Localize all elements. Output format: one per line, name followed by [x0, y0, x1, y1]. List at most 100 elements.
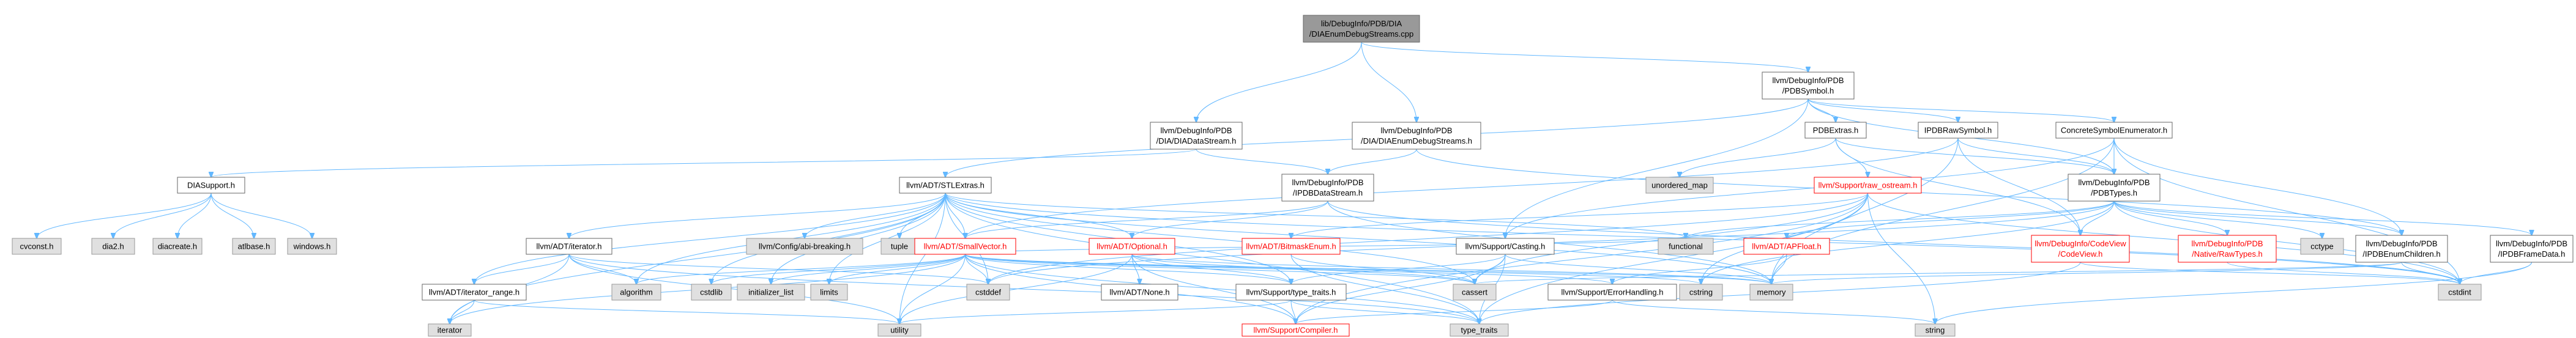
- node-diadatastream[interactable]: llvm/DebugInfo/PDB/DIA/DIADataStream.h: [1150, 122, 1243, 150]
- edge-ipdbenumchildren-to-memory: [1771, 262, 2402, 284]
- edge-raw_ostream-to-cstddef: [988, 193, 1868, 284]
- edge-pdbsymbol-to-pdbextras: [1807, 98, 1836, 122]
- edge-diaenumdebugstreams-to-ipdbdatastream: [1328, 149, 1417, 174]
- node-label-optional-0: llvm/ADT/Optional.h: [1096, 242, 1167, 251]
- edge-pdbrawsymbol-to-codeview: [1957, 138, 2080, 235]
- node-errorhandling[interactable]: llvm/Support/ErrorHandling.h: [1547, 284, 1677, 301]
- edge-errorhandling-to-string: [1612, 299, 1935, 324]
- node-label-cassert-0: cassert: [1462, 288, 1487, 297]
- edge-smallvector-to-memory: [965, 254, 1772, 284]
- node-raw_ostream[interactable]: llvm/Support/raw_ostream.h: [1814, 177, 1922, 194]
- node-label-ipdbenumchildren-0: llvm/DebugInfo/PDB: [2366, 239, 2437, 248]
- node-label-initializer_list-0: initializer_list: [748, 288, 794, 297]
- node-label-pdbrawsymbol-0: IPDBRawSymbol.h: [1924, 126, 1992, 135]
- node-optional[interactable]: llvm/ADT/Optional.h: [1089, 238, 1175, 255]
- node-label-pdbextras-0: PDBExtras.h: [1813, 126, 1858, 135]
- node-type_traits_llvm[interactable]: llvm/Support/type_traits.h: [1235, 284, 1347, 301]
- node-box-ipdbdatastream: [1281, 174, 1374, 202]
- node-none[interactable]: llvm/ADT/None.h: [1101, 284, 1178, 301]
- node-box-atlbase: [232, 238, 276, 255]
- node-box-compiler: [1241, 323, 1350, 337]
- node-cstring: cstring: [1679, 284, 1723, 301]
- node-compiler[interactable]: llvm/Support/Compiler.h: [1241, 323, 1350, 337]
- node-bitmaskenum[interactable]: llvm/ADT/BitmaskEnum.h: [1241, 238, 1341, 255]
- node-ipdbframedata[interactable]: llvm/DebugInfo/PDB/IPDBFrameData.h: [2490, 235, 2574, 263]
- edge-smallvector-to-algorithm: [636, 254, 966, 284]
- node-label-diasupport-0: DIASupport.h: [187, 181, 235, 190]
- node-iterator_h[interactable]: llvm/ADT/iterator.h: [526, 238, 612, 255]
- node-label-compiler-0: llvm/Support/Compiler.h: [1254, 326, 1338, 335]
- node-pdbextras[interactable]: PDBExtras.h: [1804, 122, 1867, 139]
- node-box-rawtypes: [2178, 235, 2277, 263]
- edge-diasupport-to-dia2: [113, 193, 212, 238]
- node-iterator_range[interactable]: llvm/ADT/iterator_range.h: [422, 284, 527, 301]
- node-label-utility-0: utility: [890, 326, 909, 335]
- node-rawtypes[interactable]: llvm/DebugInfo/PDB/Native/RawTypes.h: [2178, 235, 2277, 263]
- node-cstdlib: cstdlib: [691, 284, 732, 301]
- node-codeview[interactable]: llvm/DebugInfo/CodeView/CodeView.h: [2031, 235, 2130, 263]
- edge-pdbsymbol-to-concretesymbolenumerator: [1807, 98, 2114, 122]
- edge-bitmaskenum-to-cassert: [1290, 254, 1475, 284]
- node-string: string: [1915, 323, 1956, 337]
- node-box-cassert: [1453, 284, 1497, 301]
- edge-iterator_h-to-algorithm: [568, 254, 636, 284]
- node-label-pdbtypes-0: llvm/DebugInfo/PDB: [2078, 178, 2150, 187]
- node-ipdbdatastream[interactable]: llvm/DebugInfo/PDB/IPDBDataStream.h: [1281, 174, 1374, 202]
- edge-iterator_h-to-cstddef: [568, 254, 988, 284]
- node-label-apfloat-0: llvm/ADT/APFloat.h: [1752, 242, 1821, 251]
- edge-pdbtypes-to-cctype: [2113, 200, 2322, 238]
- node-diacreate: diacreate.h: [152, 238, 203, 255]
- edge-optional-to-utility: [899, 254, 1133, 324]
- node-label-cstring-0: cstring: [1689, 288, 1713, 297]
- node-algorithm: algorithm: [611, 284, 661, 301]
- node-label-config_abi-0: llvm/Config/abi-breaking.h: [759, 242, 851, 251]
- node-label-iterator-0: iterator: [437, 326, 463, 335]
- edge-diasupport-to-cvconst: [37, 193, 212, 238]
- node-ipdbenumchildren[interactable]: llvm/DebugInfo/PDB/IPDBEnumChildren.h: [2355, 235, 2448, 263]
- node-box-cstdint: [2438, 284, 2482, 301]
- node-box-iterator_range: [422, 284, 527, 301]
- edge-stlextras-to-smallvector: [945, 193, 966, 238]
- node-concretesymbolenumerator[interactable]: ConcreteSymbolEnumerator.h: [2055, 122, 2173, 139]
- edge-smallvector-to-cstddef: [965, 254, 989, 284]
- edge-pdbsymbol-to-casting: [1505, 98, 1809, 238]
- node-box-raw_ostream: [1814, 177, 1922, 194]
- node-box-ipdbenumchildren: [2355, 235, 2448, 263]
- node-diasupport[interactable]: DIASupport.h: [177, 177, 245, 194]
- node-limits: limits: [810, 284, 848, 301]
- edge-ipdbframedata-to-cstdint: [2460, 262, 2532, 284]
- edge-ipdbdatastream-to-cstdint: [1327, 200, 2460, 284]
- node-cassert: cassert: [1453, 284, 1497, 301]
- node-box-utility: [877, 323, 921, 337]
- edge-apfloat-to-errorhandling: [1612, 254, 1787, 284]
- node-casting[interactable]: llvm/Support/Casting.h: [1456, 238, 1555, 255]
- node-root[interactable]: lib/DebugInfo/PDB/DIA/DIAEnumDebugStream…: [1303, 15, 1420, 43]
- node-label-iterator_range-0: llvm/ADT/iterator_range.h: [429, 288, 519, 297]
- node-pdbrawsymbol[interactable]: IPDBRawSymbol.h: [1918, 122, 1998, 139]
- node-label-string-0: string: [1926, 326, 1945, 335]
- node-pdbsymbol[interactable]: llvm/DebugInfo/PDB/PDBSymbol.h: [1762, 72, 1855, 100]
- node-diaenumdebugstreams[interactable]: llvm/DebugInfo/PDB/DIA/DIAEnumDebugStrea…: [1352, 122, 1481, 150]
- edge-root-to-pdbsymbol: [1361, 42, 1808, 72]
- node-label-pdbsymbol-1: /PDBSymbol.h: [1782, 86, 1834, 95]
- node-apfloat[interactable]: llvm/ADT/APFloat.h: [1743, 238, 1830, 255]
- edge-ipdbenumchildren-to-cassert: [1475, 262, 2402, 284]
- edge-concretesymbolenumerator-to-memory: [1771, 138, 2115, 284]
- node-label-windows-0: windows.h: [293, 242, 331, 251]
- node-memory: memory: [1749, 284, 1793, 301]
- node-pdbtypes[interactable]: llvm/DebugInfo/PDB/PDBTypes.h: [2068, 174, 2161, 202]
- node-box-ipdbframedata: [2490, 235, 2574, 263]
- node-box-memory: [1749, 284, 1793, 301]
- node-label-pdbtypes-1: /PDBTypes.h: [2091, 188, 2137, 197]
- edge-pdbextras-to-unordered_map: [1680, 138, 1836, 177]
- node-label-diacreate-0: diacreate.h: [158, 242, 197, 251]
- node-stlextras[interactable]: llvm/ADT/STLExtras.h: [899, 177, 992, 194]
- node-smallvector[interactable]: llvm/ADT/SmallVector.h: [914, 238, 1016, 255]
- edge-optional-to-memory: [1131, 254, 1771, 284]
- node-box-initializer_list: [737, 284, 805, 301]
- node-box-windows: [287, 238, 337, 255]
- edge-optional-to-cassert: [1131, 254, 1475, 284]
- edge-pdbextras-to-pdbtypes: [1835, 138, 2114, 174]
- node-cstdint: cstdint: [2438, 284, 2482, 301]
- edge-pdbrawsymbol-to-pdbtypes: [1957, 138, 2114, 174]
